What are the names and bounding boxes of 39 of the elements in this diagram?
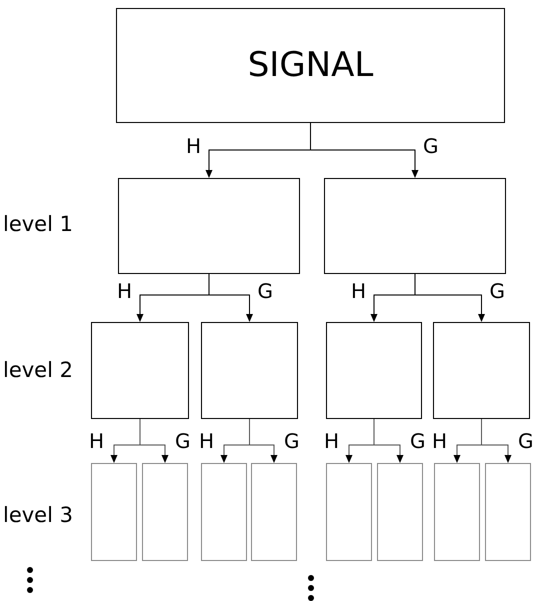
edge-label: G <box>258 281 273 301</box>
empty-box <box>251 463 297 561</box>
edge-label: G <box>423 136 438 156</box>
empty-box <box>485 463 531 561</box>
edge-label: H <box>88 431 104 451</box>
empty-box <box>118 178 300 274</box>
edge-label: G <box>410 431 426 451</box>
empty-box <box>433 322 530 419</box>
arrow <box>414 274 485 322</box>
signal-box: SIGNAL <box>116 8 505 123</box>
arrow <box>140 418 168 463</box>
edge-label: G <box>490 281 505 301</box>
arrow <box>374 418 404 463</box>
edge-label: H <box>324 431 339 451</box>
empty-box <box>326 463 372 561</box>
edge-label: G <box>284 431 300 451</box>
edge-label: H <box>186 136 201 156</box>
arrow <box>481 418 512 463</box>
level-label: level 3 <box>3 505 73 526</box>
edge-label: H <box>350 281 366 301</box>
arrow <box>208 274 253 322</box>
empty-box <box>142 463 188 561</box>
edge-label: H <box>432 431 447 451</box>
edge-label: G <box>518 431 534 451</box>
edge-label: G <box>175 431 190 451</box>
level-label: level 2 <box>3 360 73 381</box>
empty-box <box>91 463 137 561</box>
arrow <box>249 418 278 463</box>
empty-box <box>91 322 189 419</box>
empty-box <box>377 463 423 561</box>
edge-label: H <box>116 281 132 301</box>
empty-box <box>326 322 422 419</box>
empty-box <box>434 463 480 561</box>
empty-box <box>201 322 298 419</box>
edge-label: H <box>198 431 214 451</box>
empty-box <box>201 463 247 561</box>
level-label: level 1 <box>3 214 73 235</box>
arrow <box>310 122 418 178</box>
empty-box <box>324 178 506 274</box>
